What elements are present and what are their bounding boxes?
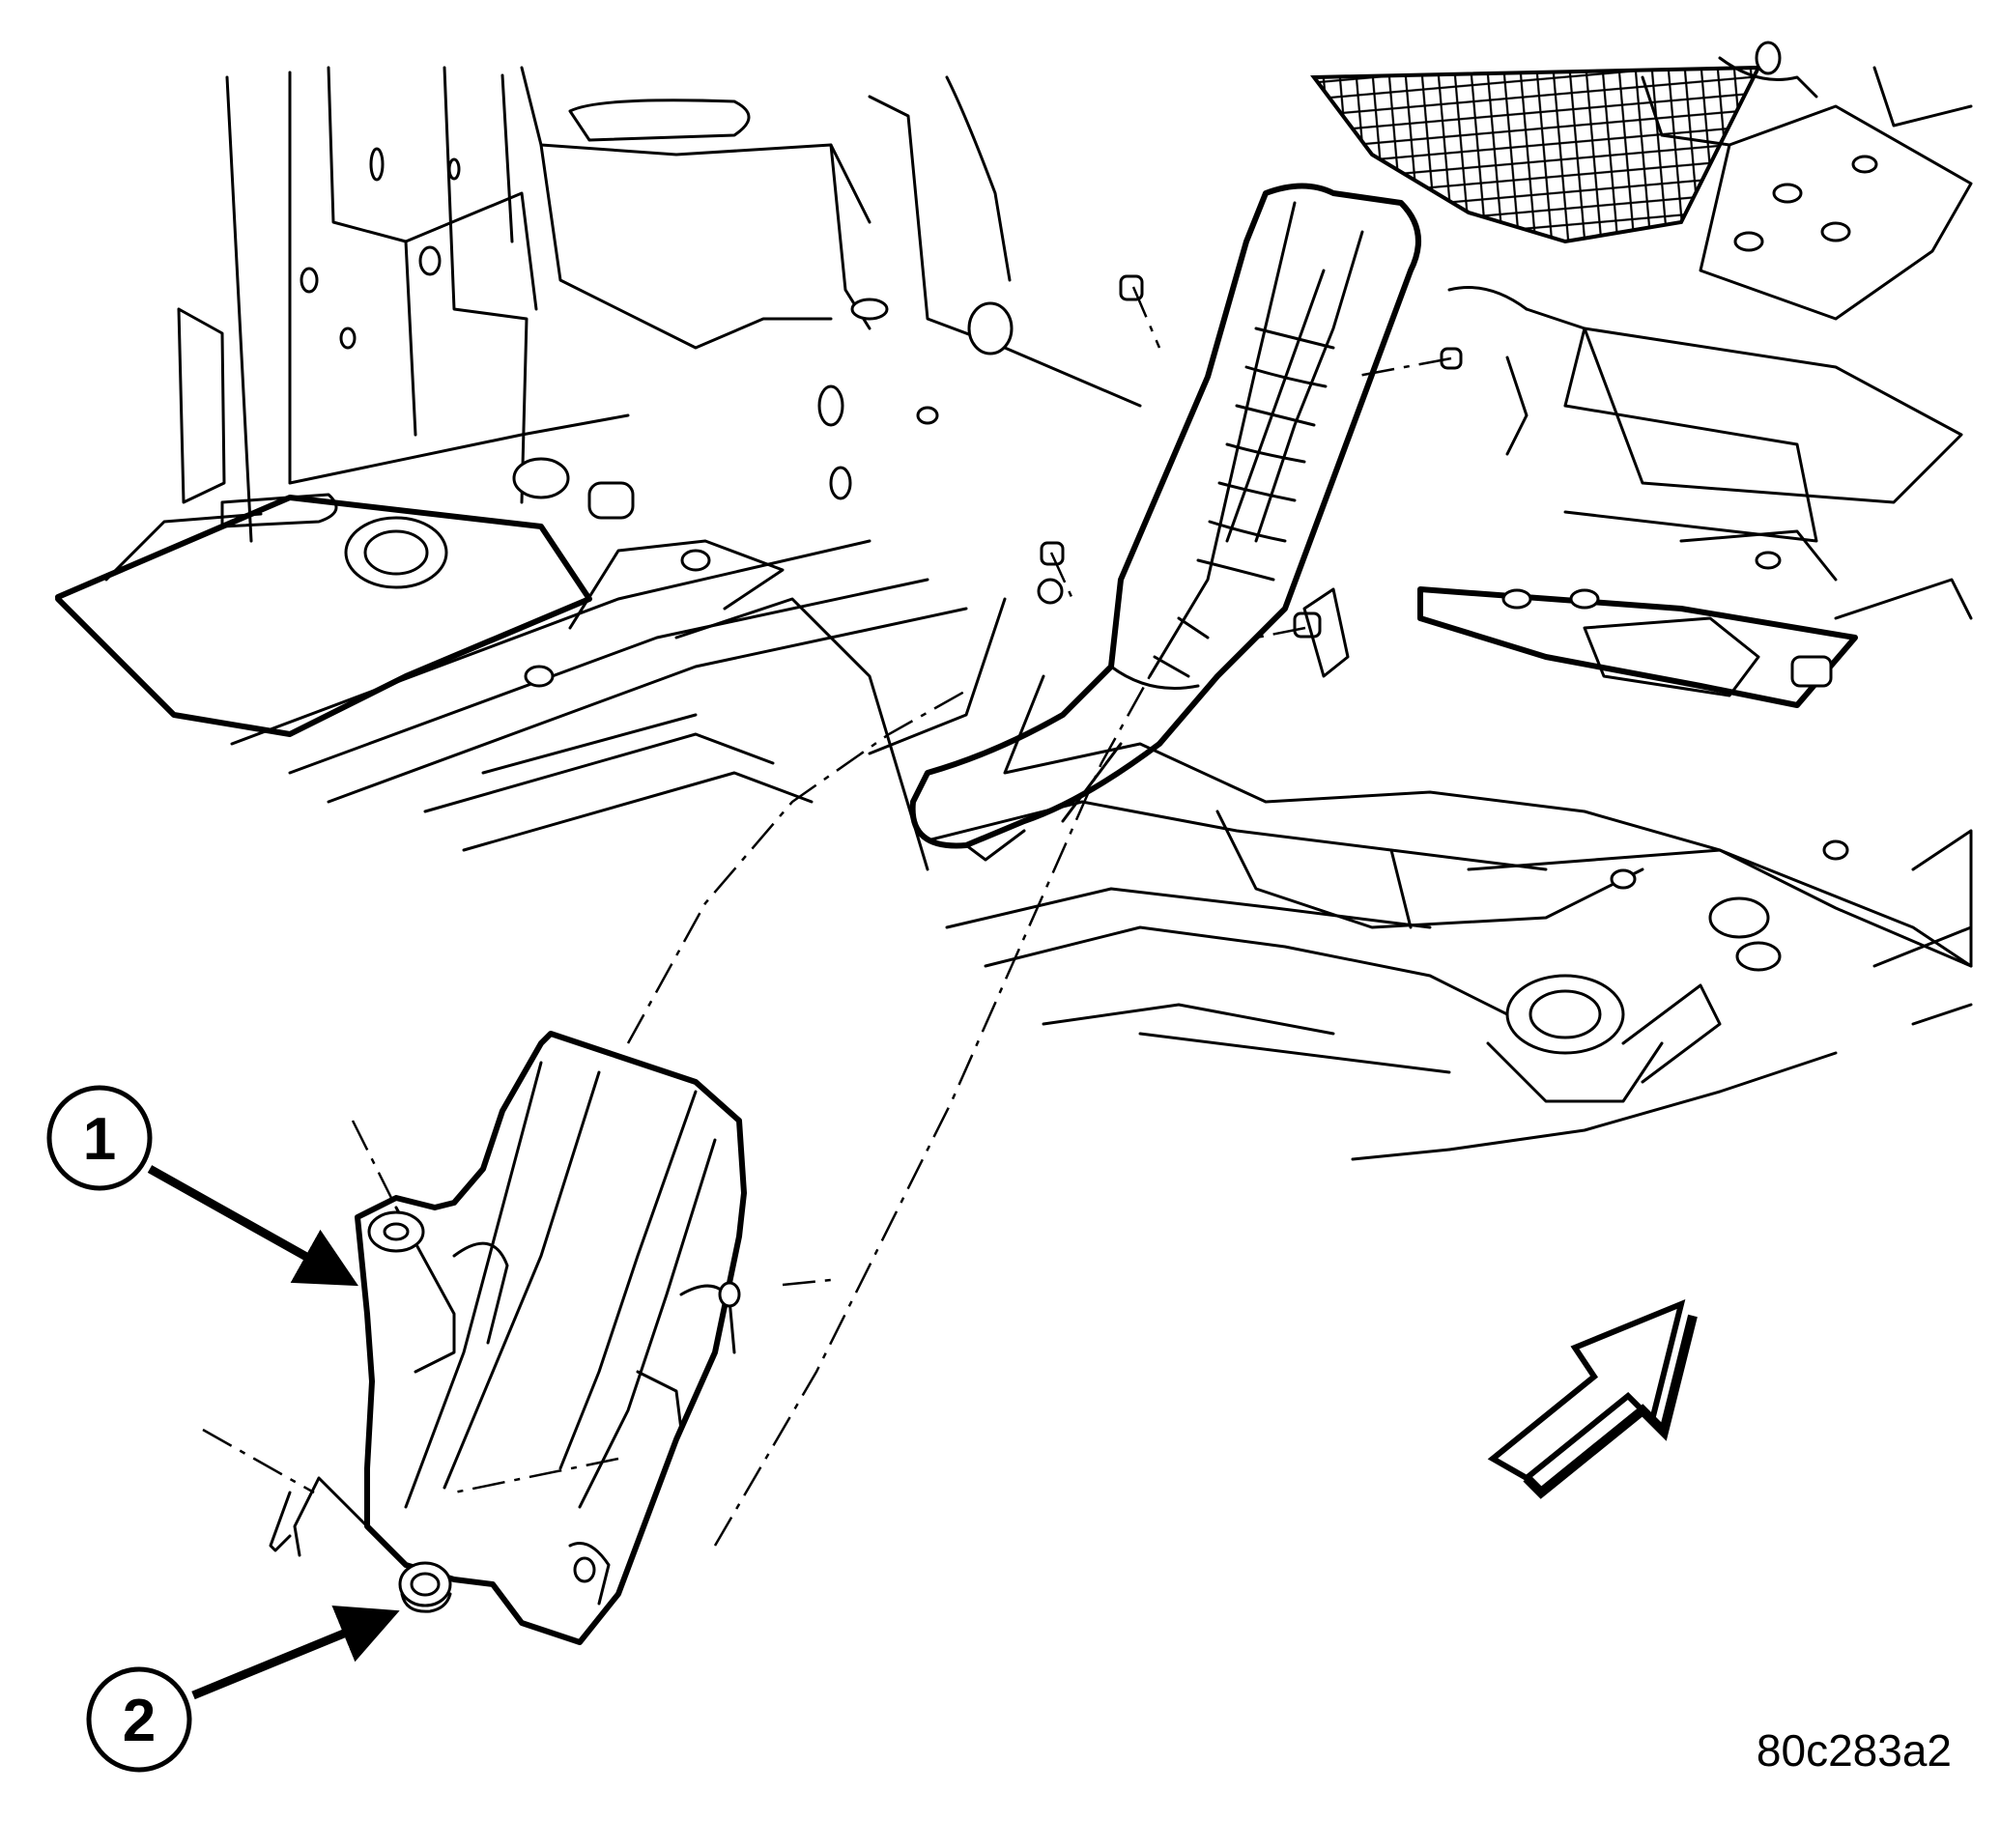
figure-id: 80c283a2 — [1756, 1725, 1952, 1776]
heat-shield — [269, 1031, 747, 1645]
nut — [398, 1561, 452, 1613]
forward-arrow-icon — [1487, 1298, 1698, 1499]
alignment-lines — [202, 286, 1452, 1547]
callout-1-number: 1 — [83, 1106, 116, 1173]
callout-2-number: 2 — [123, 1688, 156, 1754]
callout-2: 2 — [86, 1606, 400, 1773]
callout-1: 1 — [46, 1085, 358, 1287]
floor-pan — [55, 41, 1973, 1161]
